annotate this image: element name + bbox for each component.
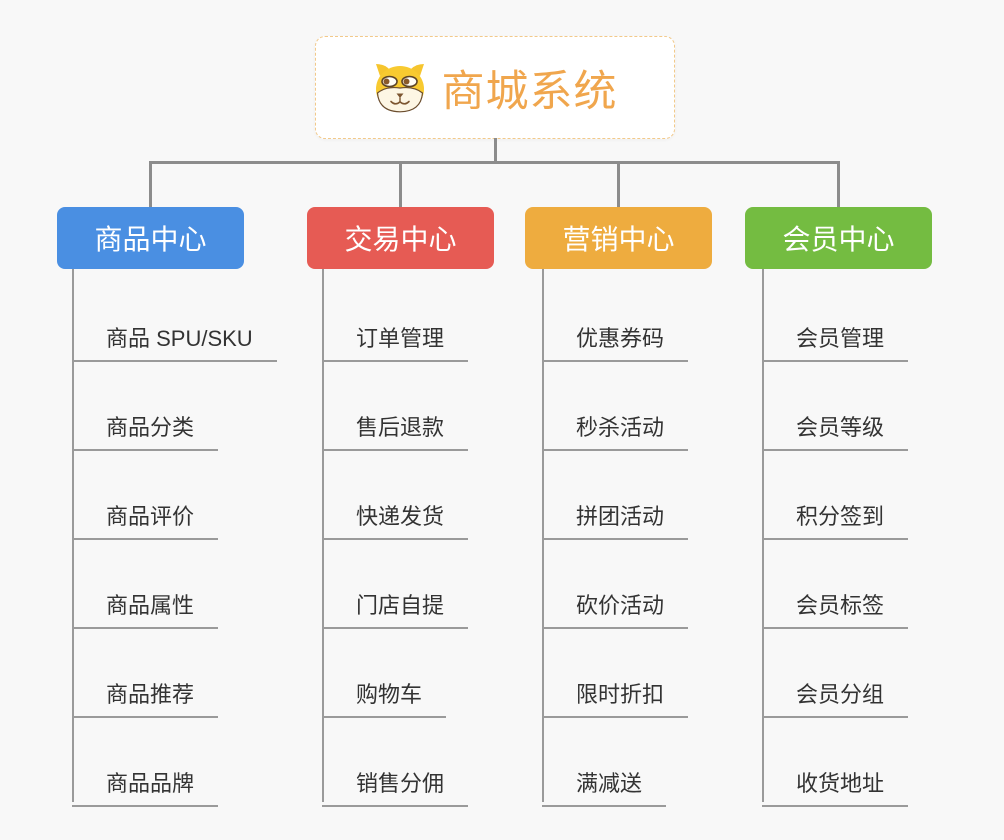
trunk-line: [542, 269, 544, 802]
leaf-node[interactable]: 拼团活动: [542, 491, 689, 540]
root-node[interactable]: 商城系统: [315, 36, 675, 139]
branch-node-products[interactable]: 商品中心: [57, 207, 244, 269]
branch-node-trade[interactable]: 交易中心: [307, 207, 494, 269]
leaf-node[interactable]: 积分签到: [762, 491, 909, 540]
trunk-line: [72, 269, 74, 802]
leaf-node[interactable]: 订单管理: [322, 313, 469, 362]
leaf-node[interactable]: 会员分组: [762, 669, 909, 718]
connector-branch-stub: [149, 161, 152, 208]
leaf-node[interactable]: 商品分类: [72, 402, 219, 451]
leaf-node[interactable]: 快递发货: [322, 491, 469, 540]
leaf-node[interactable]: 门店自提: [322, 580, 469, 629]
branch-label: 交易中心: [344, 224, 457, 255]
leaf-node[interactable]: 商品属性: [72, 580, 219, 629]
leaf-node[interactable]: 销售分佣: [322, 758, 469, 807]
connector-branch-stub: [837, 161, 840, 208]
leaf-node[interactable]: 会员等级: [762, 402, 909, 451]
leaf-node[interactable]: 砍价活动: [542, 580, 689, 629]
connector-branch-stub: [399, 161, 402, 208]
branch-label: 商品中心: [94, 224, 207, 255]
leaf-node[interactable]: 会员标签: [762, 580, 909, 629]
leaf-node[interactable]: 商品推荐: [72, 669, 219, 718]
leaf-node[interactable]: 收货地址: [762, 758, 909, 807]
connector-branch-stub: [617, 161, 620, 208]
root-title: 商城系统: [441, 67, 618, 116]
trunk-line: [762, 269, 764, 802]
connector-root-stub: [494, 138, 497, 164]
shiba-dog-icon: [375, 63, 424, 112]
leaf-node[interactable]: 限时折扣: [542, 669, 689, 718]
trunk-line: [322, 269, 324, 802]
leaf-node[interactable]: 商品评价: [72, 491, 219, 540]
branch-node-members[interactable]: 会员中心: [745, 207, 932, 269]
leaf-node[interactable]: 售后退款: [322, 402, 469, 451]
branch-label: 营销中心: [562, 224, 675, 255]
leaf-node[interactable]: 满减送: [542, 758, 667, 807]
branch-node-marketing[interactable]: 营销中心: [525, 207, 712, 269]
branch-label: 会员中心: [782, 224, 895, 255]
leaf-node[interactable]: 购物车: [322, 669, 447, 718]
leaf-node[interactable]: 商品 SPU/SKU: [72, 313, 277, 362]
leaf-node[interactable]: 会员管理: [762, 313, 909, 362]
connector-horizontal: [149, 161, 840, 164]
leaf-node[interactable]: 优惠券码: [542, 313, 689, 362]
leaf-node[interactable]: 商品品牌: [72, 758, 219, 807]
leaf-node[interactable]: 秒杀活动: [542, 402, 689, 451]
